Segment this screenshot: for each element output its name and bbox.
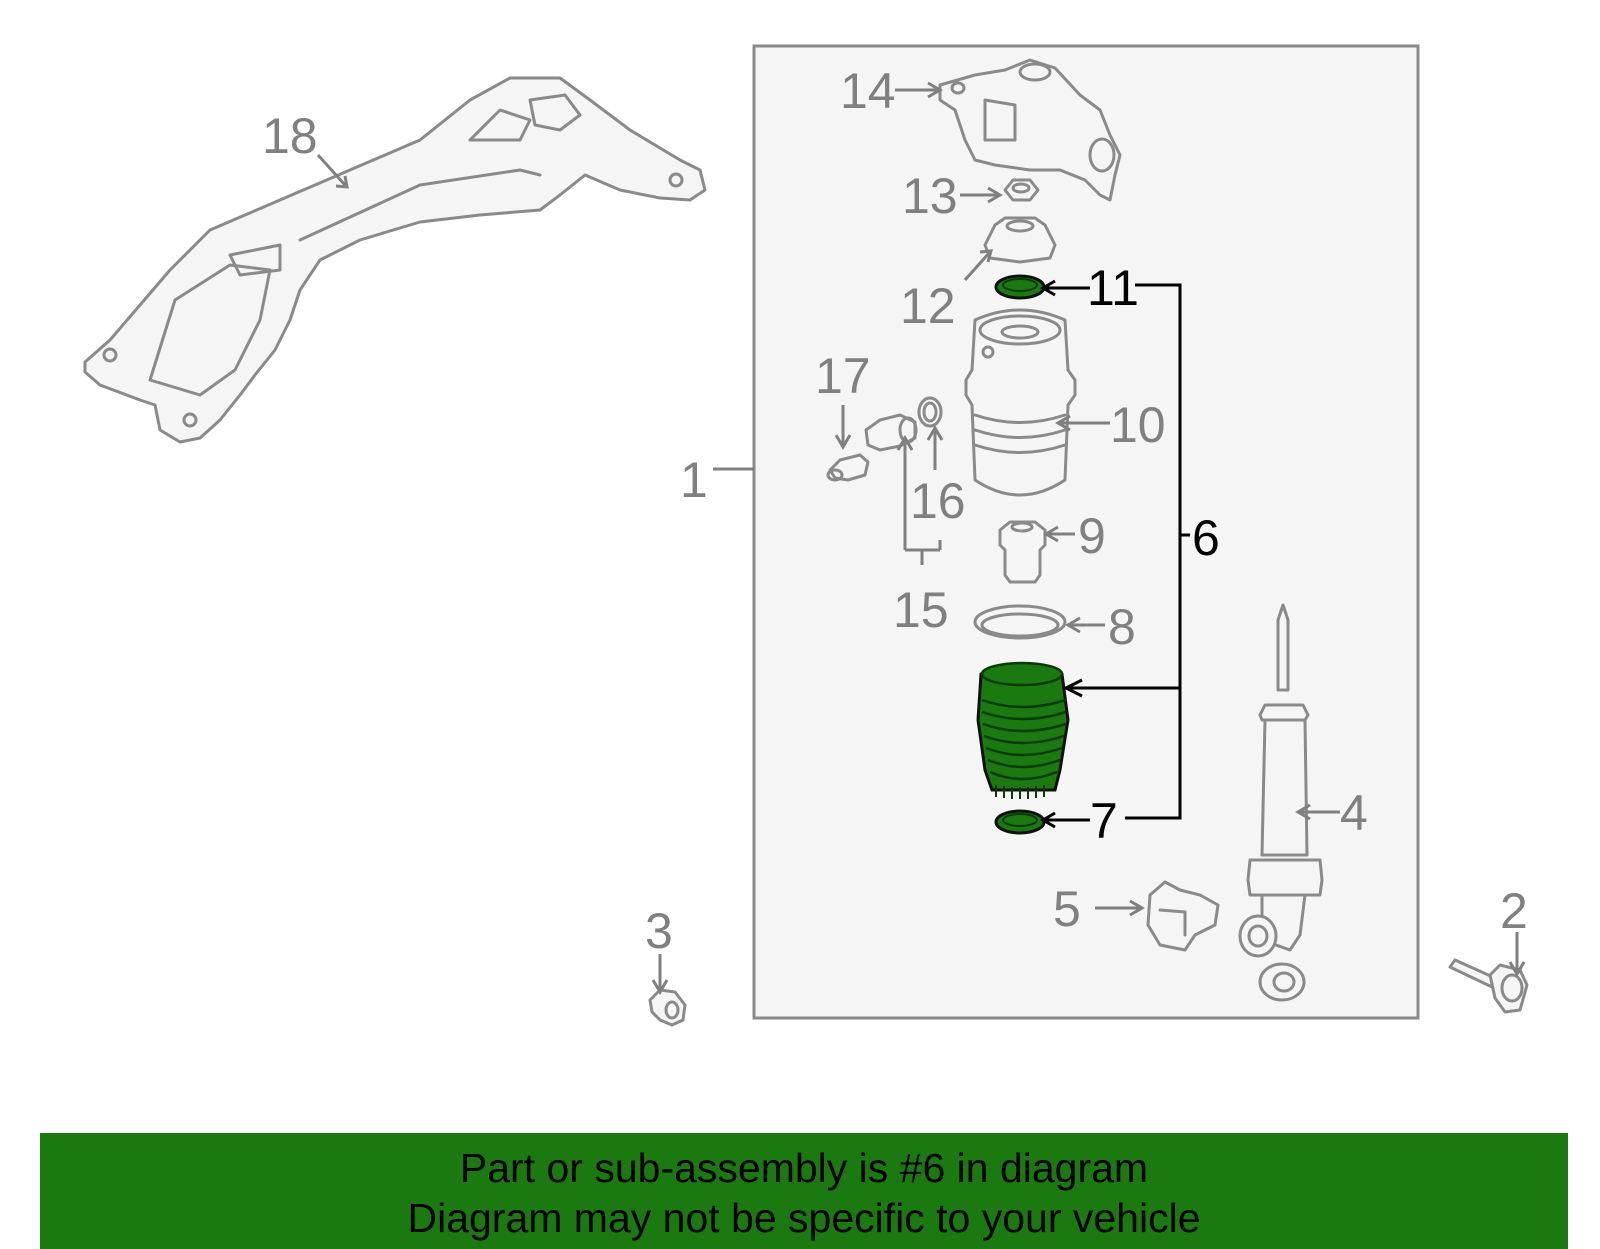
leader-lines	[316, 81, 1526, 995]
callout-16: 16	[910, 473, 966, 529]
banner-line-2: Diagram may not be specific to your vehi…	[407, 1195, 1201, 1241]
callout-11: 11	[1087, 260, 1139, 316]
air-spring-part[interactable]	[964, 308, 1077, 497]
bracket-part[interactable]	[1146, 880, 1220, 952]
bolt-part[interactable]	[1448, 958, 1529, 1014]
o-ring-part[interactable]	[917, 396, 943, 428]
fitting-part[interactable]	[826, 453, 870, 482]
callout-5: 5	[1053, 881, 1081, 937]
nut-3-part[interactable]	[648, 988, 687, 1027]
callout-18: 18	[262, 108, 318, 164]
callout-13: 13	[902, 168, 958, 224]
callout-8: 8	[1108, 599, 1136, 655]
callout-10: 10	[1110, 397, 1166, 453]
upper-mount-bracket-part[interactable]	[938, 58, 1122, 202]
subframe-part[interactable]	[83, 76, 707, 444]
callout-15: 15	[893, 582, 949, 638]
callout-1: 1	[680, 452, 708, 508]
callout-3: 3	[645, 903, 673, 959]
bump-stop-part[interactable]	[998, 520, 1047, 584]
sub-assembly-bracket	[1040, 279, 1190, 829]
callout-7: 7	[1090, 793, 1118, 849]
shock-absorber-part[interactable]	[1238, 603, 1324, 1002]
dust-boot-part[interactable]	[976, 661, 1070, 799]
banner-line-1: Part or sub-assembly is #6 in diagram	[459, 1145, 1149, 1191]
info-banner: Part or sub-assembly is #6 in diagram Di…	[40, 1133, 1568, 1249]
callout-12: 12	[900, 278, 956, 334]
lower-ring-part[interactable]	[994, 809, 1046, 835]
upper-ring-part[interactable]	[994, 274, 1046, 300]
clamp-ring-part[interactable]	[973, 604, 1067, 640]
strut-mount-part[interactable]	[983, 216, 1057, 264]
callout-2: 2	[1500, 883, 1528, 939]
nut-part[interactable]	[1003, 178, 1040, 202]
callout-6: 6	[1192, 510, 1220, 566]
callout-9: 9	[1078, 508, 1106, 564]
callout-17: 17	[815, 348, 871, 404]
callout-14: 14	[840, 63, 896, 119]
callout-4: 4	[1340, 785, 1368, 841]
